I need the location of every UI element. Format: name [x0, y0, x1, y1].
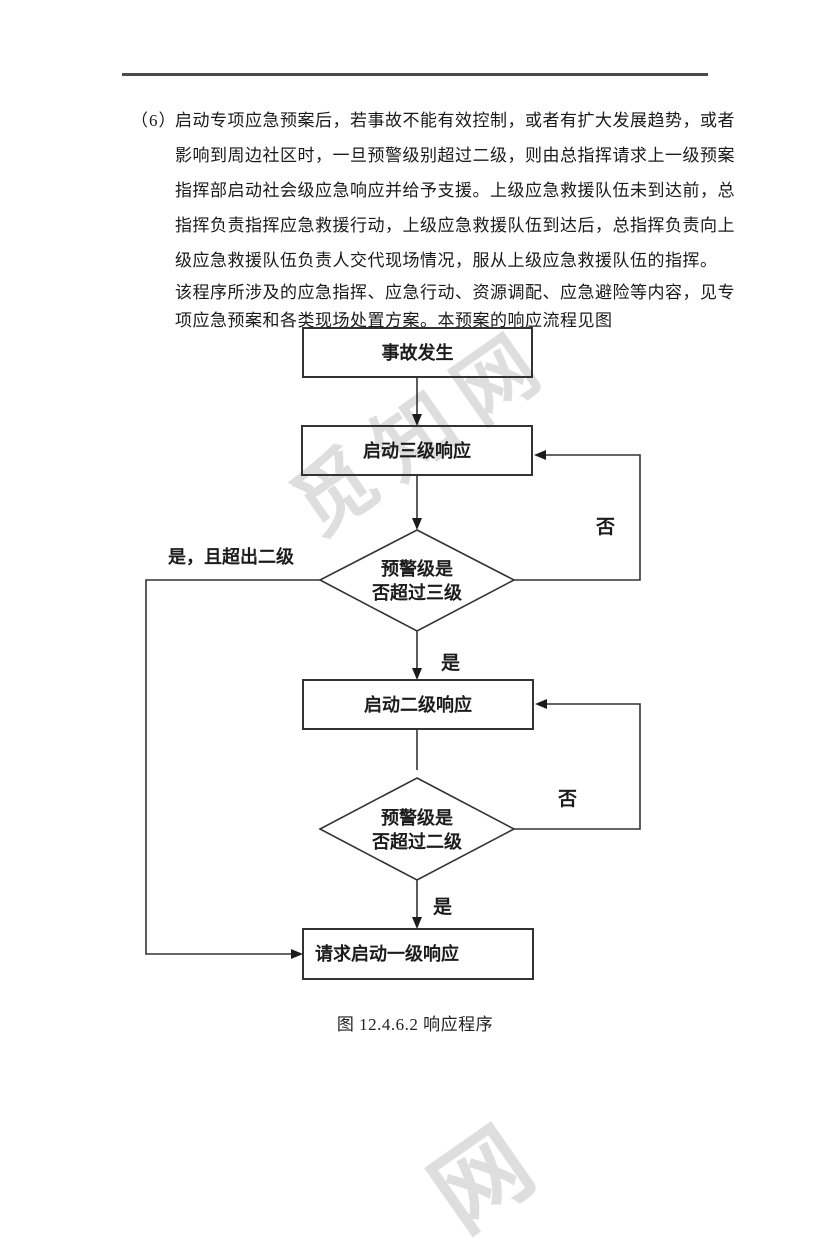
paragraph-line: 指挥部启动社会级应急响应并给予支援。上级应急救援队伍未到达前，总: [175, 181, 735, 200]
branch-label-no1: 否: [596, 517, 616, 538]
flowchart-canvas: [145, 327, 641, 980]
decision2-line2: 否超过二级: [372, 831, 462, 852]
flow-node-level3-label: 启动三级响应: [363, 440, 471, 461]
paragraph-line: 指挥负责指挥应急救援行动，上级应急救援队伍到达后，总指挥负责向上: [175, 216, 735, 235]
arrowhead-left-icon: [534, 450, 546, 460]
decision3-line2: 否超过三级: [372, 582, 462, 603]
paragraph-item-marker: （6）: [131, 111, 177, 130]
flow-loop-no2: [514, 703, 641, 830]
arrowhead-down-icon: [412, 668, 422, 680]
branch-label-yes1: 是: [441, 653, 461, 674]
paragraph-line: 启动专项应急预案后，若事故不能有效控制，或者有扩大发展趋势，或者: [175, 111, 735, 130]
branch-label-no2: 否: [558, 789, 578, 810]
figure-caption: 图 12.4.6.2 响应程序: [336, 1015, 494, 1034]
paragraph-line: 该程序所涉及的应急指挥、应急行动、资源调配、应急避险等内容，见专: [175, 283, 735, 302]
arrowhead-left-icon: [535, 699, 547, 709]
flow-node-level1-label: 请求启动一级响应: [315, 944, 459, 964]
document-page: 觅知网 网 （6） 启动专项应急预案后，若事故不能有效控制，或者有扩大发展趋势，…: [122, 73, 735, 1251]
decision2-line1: 预警级是: [381, 807, 453, 828]
paragraph-line: 影响到周边社区时，一旦预警级别超过二级，则由总指挥请求上一级预案: [175, 146, 735, 165]
arrowhead-right-icon: [291, 949, 303, 959]
decision3-line1: 预警级是: [381, 558, 453, 579]
flow-node-decision3-label: 预警级是 否超过三级: [320, 532, 514, 629]
flow-box-level2: [302, 679, 534, 730]
flow-branch-yes-exceed: [145, 579, 320, 955]
branch-label-yes2: 是: [433, 897, 453, 918]
paragraph-line: 级应急救援队伍负责人交代现场情况，服从上级应急救援队伍的指挥。: [175, 251, 718, 270]
arrowhead-down-icon: [412, 414, 422, 426]
flow-node-start-label: 事故发生: [381, 342, 454, 363]
branch-label-yes-exceed: 是，且超出二级: [168, 547, 294, 567]
paragraph-line: 项应急预案和各类现场处置方案。本预案的响应流程见图: [175, 311, 613, 330]
header-rule: [122, 73, 708, 76]
arrowhead-down-icon: [412, 917, 422, 929]
flow-node-decision2-label: 预警级是 否超过二级: [320, 781, 514, 878]
flow-node-level2-label: 启动二级响应: [364, 694, 472, 715]
arrowhead-down-icon: [412, 518, 422, 530]
flow-loop-no1: [514, 454, 641, 581]
